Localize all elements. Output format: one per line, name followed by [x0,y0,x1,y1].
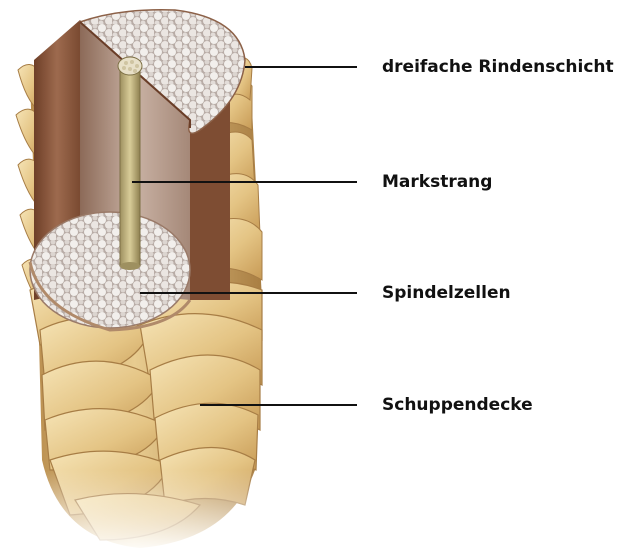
label-cortex: dreifache Rindenschicht [382,57,614,77]
label-cuticle: Schuppendecke [382,395,533,415]
label-spindle-cells: Spindelzellen [382,283,511,303]
label-medulla: Markstrang [382,172,492,192]
leader-line-spindle-cells [140,292,357,294]
leader-line-cuticle [200,404,357,406]
leader-line-medulla [132,181,357,183]
leader-line-cortex [245,66,357,68]
